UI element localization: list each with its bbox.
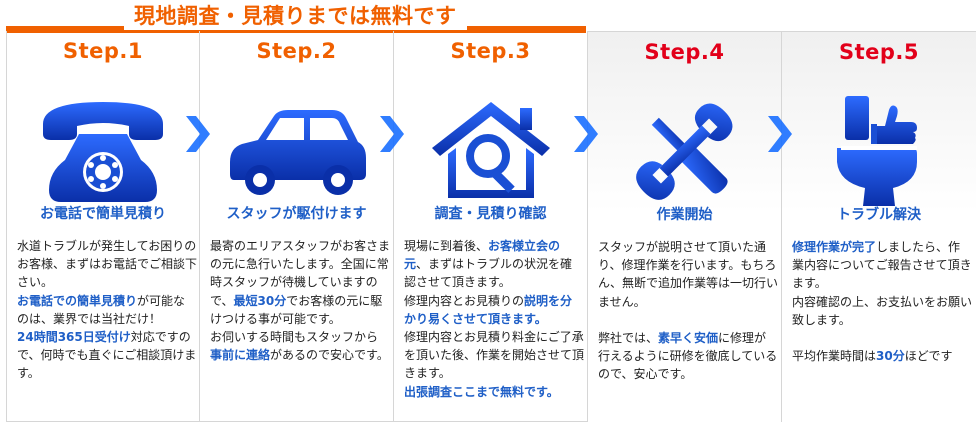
chevron-right-icon [380, 116, 404, 152]
step-body: 最寄のエリアスタッフがお客さまの元に急行いたします。全国に常時スタッフが待機して… [210, 239, 391, 363]
chevron-right-icon [574, 116, 598, 152]
step-label: Step.2 [256, 39, 337, 63]
tools-icon [635, 103, 732, 200]
toilet-thumbs-up-icon [837, 96, 917, 206]
car-icon [229, 110, 366, 195]
step-label: Step.5 [838, 40, 920, 64]
free-survey-banner: 現地調査・見積りまでは無料です [6, 2, 586, 33]
step-5: Step.5 トラブル解決 修理作業が完了しましたら、作業内容についてご報告させ… [782, 31, 976, 422]
step-body: 水道トラブルが発生してお困りのお客様、まずはお電話でご相談下さい。お電話での簡単… [17, 239, 198, 381]
banner-text: 現地調査・見積りまでは無料です [124, 2, 467, 30]
step-3: Step.3 調査・見積り確認 現場に到着後、お客様立会の元、まずはトラブルの状… [394, 31, 588, 422]
phone-icon [43, 102, 163, 202]
step-title: お電話で簡単見積り [40, 206, 166, 222]
chevron-right-icon [768, 116, 792, 152]
step-label: Step.4 [644, 40, 725, 64]
step-body: スタッフが説明させて頂いた通り、修理作業を行います。もちろん、無断で追加作業等は… [598, 240, 779, 382]
step-label: Step.3 [450, 39, 531, 63]
step-body: 現場に到着後、お客様立会の元、まずはトラブルの状況を確認させて頂きます。修理内容… [404, 239, 585, 399]
step-title: スタッフが駆付けます [226, 206, 367, 222]
step-title: 調査・見積り確認 [434, 206, 547, 222]
step-title: トラブル解決 [837, 207, 921, 223]
step-title: 作業開始 [656, 207, 713, 223]
step-1: Step.1 お電話で簡単見積り 水道トラブルが発生してお困りのお客様、 [6, 31, 200, 422]
step-body: 修理作業が完了しましたら、作業内容についてご報告させて頂きます。内容確認の上、お… [792, 240, 973, 364]
house-search-icon [431, 102, 550, 198]
steps-row: Step.1 お電話で簡単見積り 水道トラブルが発生してお困りのお客様、 [6, 31, 976, 422]
step-label: Step.1 [62, 39, 144, 63]
step-4: Step.4 作業開始 スタッフが [588, 31, 782, 422]
chevron-right-icon [186, 116, 210, 152]
step-2: Step.2 スタッフが駆付けます 最寄のエリアスタッフがお客さまの元に急行いた… [200, 31, 394, 422]
